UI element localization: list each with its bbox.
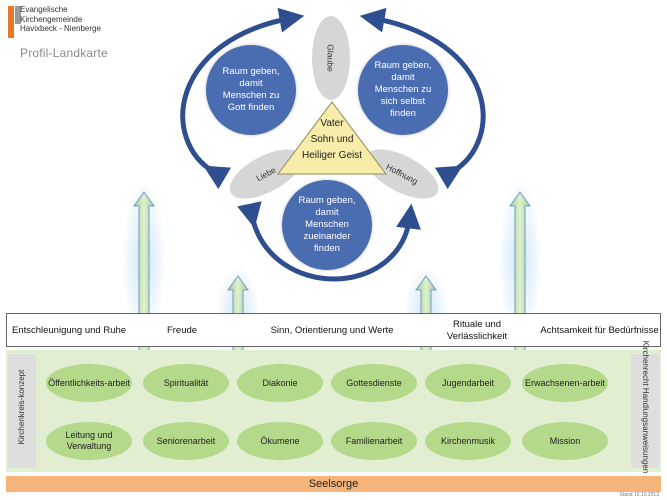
- circle-zu-gott-label: Raum geben, damit Menschen zu Gott finde…: [222, 66, 280, 113]
- area-oeffentlichkeitsarbeit: Öffentlichkeits-arbeit: [46, 364, 132, 402]
- values-row: Entschleunigung und Ruhe Freude Sinn, Or…: [6, 313, 661, 347]
- area-kirchenmusik: Kirchenmusik: [425, 422, 511, 460]
- logo-text: Evangelische Kirchengemeinde Havixbeck -…: [20, 5, 101, 34]
- circle-zu-sich-selbst: Raum geben, damit Menschen zu sich selbs…: [358, 45, 448, 135]
- petal-glaube: Glaube: [312, 16, 350, 100]
- circle-zueinander: Raum geben, damit Menschen zueinander fi…: [282, 180, 372, 270]
- petal-glaube-label: Glaube: [325, 44, 336, 72]
- stand-date: Stand 15.10.2013: [619, 492, 659, 498]
- area-familienarbeit: Familienarbeit: [331, 422, 417, 460]
- area-oekumene: Ökumene: [237, 422, 323, 460]
- petal-hoffnung-label: Hoffnung: [384, 161, 420, 187]
- side-label-left: Kirchenkreis-konzept: [17, 359, 27, 455]
- side-box-right: [631, 354, 659, 468]
- area-leitung-verwaltung: Leitung und Verwaltung: [46, 422, 132, 460]
- logo-orange-bar: [8, 6, 14, 38]
- curved-arrow-top-right: [359, 7, 486, 190]
- logo-line-2: Kirchengemeinde: [20, 14, 83, 24]
- trinity-triangle: [277, 101, 387, 175]
- logo-line-1: Evangelische: [20, 5, 68, 14]
- side-box-left: [8, 354, 36, 468]
- area-seniorenarbeit: Seniorenarbeit: [143, 422, 229, 460]
- area-spiritualitaet: Spiritualität: [143, 364, 229, 402]
- area-diakonie: Diakonie: [237, 364, 323, 402]
- work-areas-panel: Kirchenkreis-konzept Kirchenrecht Handlu…: [6, 341, 661, 473]
- side-label-right: Kirchenrecht Handlungsanweisungen: [640, 335, 650, 479]
- side-label-left-text: Kirchenkreis-konzept: [17, 369, 26, 445]
- value-freude: Freude: [166, 325, 198, 336]
- value-sinn: Sinn, Orientierung und Werte: [270, 325, 394, 336]
- triangle-text: Vater Sohn und Heiliger Geist: [292, 116, 372, 164]
- value-entschleunigung: Entschleunigung und Ruhe: [11, 325, 127, 336]
- triangle-line-2: Sohn und: [310, 134, 354, 145]
- side-label-right-text: Kirchenrecht Handlungsanweisungen: [641, 340, 650, 474]
- area-erwachsenenarbeit: Erwachsenen-arbeit: [522, 364, 608, 402]
- value-rituale: Rituale und Verlässlichkeit: [446, 319, 508, 342]
- value-achtsamkeit: Achtsamkeit für Bedürfnisse: [540, 325, 659, 336]
- area-gottesdienste: Gottesdienste: [331, 364, 417, 402]
- circle-zueinander-label: Raum geben, damit Menschen zueinander fi…: [298, 195, 356, 254]
- petal-liebe-label: Liebe: [254, 164, 278, 184]
- triangle-line-1: Vater: [320, 118, 344, 129]
- area-jugendarbeit: Jugendarbeit: [425, 364, 511, 402]
- page-title: Profil-Landkarte: [20, 46, 108, 60]
- curved-arrow-bottom: [237, 201, 421, 282]
- triangle-line-3: Heiliger Geist: [301, 150, 363, 161]
- area-mission: Mission: [522, 422, 608, 460]
- logo-gray-bar: [15, 6, 21, 24]
- circle-zu-sich-selbst-label: Raum geben, damit Menschen zu sich selbs…: [374, 60, 432, 119]
- circle-zu-gott: Raum geben, damit Menschen zu Gott finde…: [206, 45, 296, 135]
- logo-line-3: Havixbeck - Nienberge: [20, 24, 101, 33]
- curved-arrow-top-left: [180, 7, 305, 190]
- seelsorge-bar: Seelsorge: [6, 476, 661, 492]
